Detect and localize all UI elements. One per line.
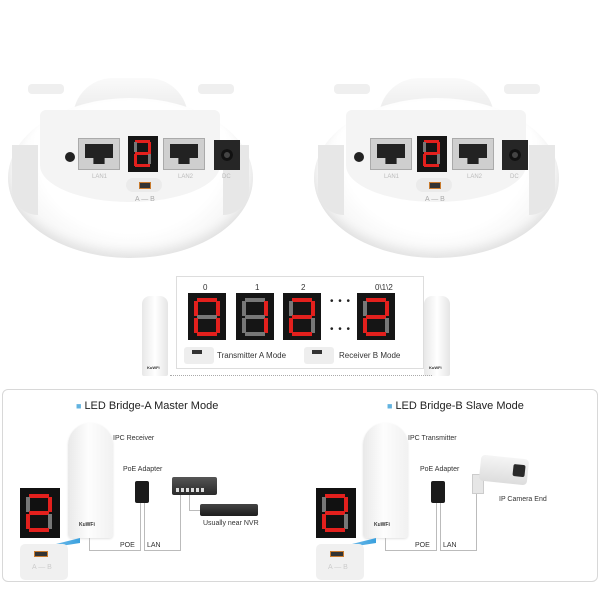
cable (440, 503, 441, 551)
dc-power-jack (214, 140, 240, 170)
lan-label: LAN (443, 542, 457, 549)
cable (89, 550, 141, 551)
brand-label: KuWFi (374, 522, 390, 528)
lan2-port (163, 138, 205, 170)
device-bottom-view-left: LAN1 LAN2 DC A — B (8, 70, 253, 258)
mode-label-1: 1 (255, 283, 260, 292)
cable (385, 550, 437, 551)
poe-adapter-icon (135, 481, 149, 503)
port-label: LAN1 (92, 174, 108, 180)
callout-wedge (40, 538, 80, 548)
mode-label-any: 0\1\2 (375, 283, 393, 292)
reset-button[interactable] (65, 152, 75, 162)
switch-label: A — B (32, 564, 52, 571)
poe-label: POE (415, 542, 430, 549)
cable (476, 492, 477, 551)
lan-label: LAN (147, 542, 161, 549)
device-bottom-view-right: LAN1 LAN2 DC A — B (314, 70, 559, 258)
ab-mode-switch[interactable] (126, 178, 162, 192)
scenario-panel (2, 389, 598, 582)
brand-label: KuWFi (429, 365, 442, 370)
led-digit-0 (188, 293, 226, 340)
endpoint-label: IP Camera End (499, 496, 547, 503)
ab-switch-closeup: A — B (20, 544, 68, 580)
poe-label: POE (120, 542, 135, 549)
cable (140, 503, 141, 551)
lan1-port (78, 138, 120, 170)
cable (189, 510, 201, 511)
cable (189, 495, 190, 510)
mount-tab (504, 84, 540, 94)
bullet-icon: ■ (76, 401, 82, 411)
switch-b-position (304, 347, 334, 364)
led-display (20, 488, 60, 538)
cpe-unit-left: KuWFi (142, 296, 168, 376)
ip-camera-icon (478, 454, 530, 486)
lan1-port (370, 138, 412, 170)
cpe-unit-right: KuWFi (424, 296, 450, 376)
cable (144, 550, 181, 551)
reset-button[interactable] (354, 152, 364, 162)
wireless-link-line (170, 370, 432, 376)
port-label: DC (510, 174, 519, 180)
dc-power-jack (502, 140, 528, 170)
adapter-label: PoE Adapter (123, 466, 163, 473)
led-display (128, 136, 158, 172)
port-label: LAN2 (467, 174, 483, 180)
poe-adapter-icon (431, 481, 445, 503)
switch-a-position (184, 347, 214, 364)
cable (440, 550, 476, 551)
shell-side (318, 145, 344, 215)
mount-tab (334, 84, 370, 94)
device-label: IPC Receiver (113, 435, 155, 442)
port-label: DC (222, 174, 231, 180)
cpe-transmitter: KuWFi (363, 423, 408, 538)
nvr-icon (200, 504, 258, 516)
switch-label: A — B (135, 196, 155, 203)
receiver-mode-label: Receiver B Mode (339, 351, 401, 360)
switch-label: A — B (328, 564, 348, 571)
cable (180, 495, 181, 551)
led-display (316, 488, 356, 538)
lan2-port (452, 138, 494, 170)
cpe-receiver: KuWFi (68, 423, 113, 538)
mount-tab (28, 84, 64, 94)
shell-side (529, 145, 555, 215)
mount-tab (198, 84, 234, 94)
brand-label: KuWFi (79, 522, 95, 528)
cable (89, 538, 90, 550)
scenario-a-title: ■LED Bridge-A Master Mode (76, 400, 218, 412)
bullet-icon: ■ (387, 401, 393, 411)
ellipsis: • • • (330, 296, 352, 307)
ab-mode-switch[interactable] (416, 178, 452, 192)
title-text: LED Bridge-B Slave Mode (395, 400, 524, 412)
callout-wedge (336, 538, 376, 548)
device-label: IPC Transmitter (408, 435, 457, 442)
switch-toggle (330, 551, 344, 557)
cable (436, 503, 437, 551)
endpoint-label: Usually near NVR (203, 520, 259, 527)
cable (144, 503, 145, 551)
shell-side (12, 145, 38, 215)
led-digit-2 (283, 293, 321, 340)
brand-label: KuWFi (147, 365, 160, 370)
led-display (417, 136, 447, 172)
switch-label: A — B (425, 196, 445, 203)
cable (385, 538, 386, 550)
adapter-label: PoE Adapter (420, 466, 460, 473)
scenario-b-title: ■LED Bridge-B Slave Mode (387, 400, 524, 412)
led-digit-selected (357, 293, 395, 340)
network-switch-icon (172, 477, 217, 495)
ellipsis: • • • (330, 324, 352, 335)
switch-toggle (34, 551, 48, 557)
ab-switch-closeup: A — B (316, 544, 364, 580)
port-label: LAN2 (178, 174, 194, 180)
transmitter-mode-label: Transmitter A Mode (217, 351, 287, 360)
mode-label-2: 2 (301, 283, 306, 292)
title-text: LED Bridge-A Master Mode (84, 400, 219, 412)
port-label: LAN1 (384, 174, 400, 180)
mode-label-0: 0 (203, 283, 208, 292)
led-digit-1 (236, 293, 274, 340)
